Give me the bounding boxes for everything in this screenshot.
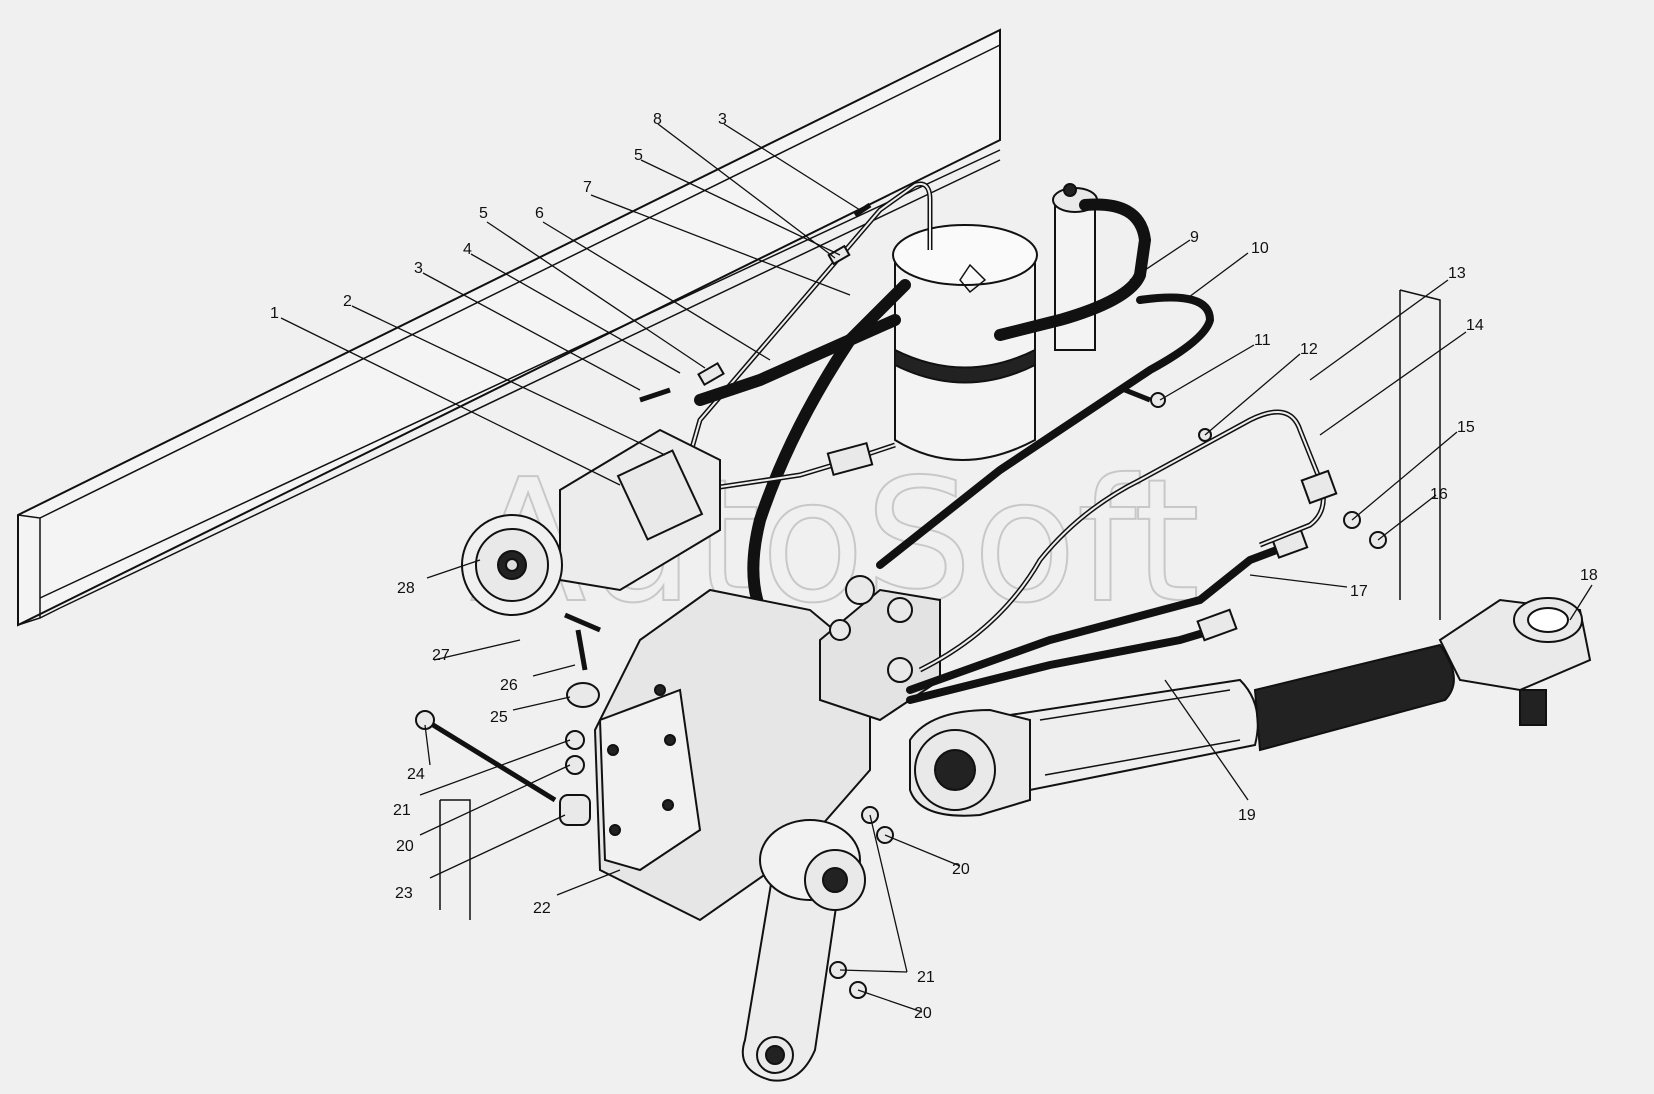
callout-3-left: 3	[414, 260, 423, 277]
callout-5-top: 5	[634, 147, 643, 164]
callout-2: 2	[343, 293, 352, 310]
hose-10	[876, 293, 1215, 569]
callout-27: 27	[432, 647, 450, 664]
pitman-arm	[741, 819, 866, 1082]
callout-17: 17	[1350, 583, 1368, 600]
callout-28: 28	[397, 580, 415, 597]
callout-26: 26	[500, 677, 518, 694]
tie-rod-end	[1438, 597, 1592, 726]
dust-boot	[1253, 643, 1455, 752]
oil-reservoir	[892, 224, 1038, 461]
callout-12: 12	[1300, 341, 1318, 358]
callout-21-bottom: 21	[917, 969, 935, 986]
callout-23: 23	[395, 885, 413, 902]
reservoir-hose	[994, 198, 1152, 341]
callout-20-bottom: 20	[914, 1005, 932, 1022]
callout-15: 15	[1457, 419, 1475, 436]
rear-frame-member	[439, 289, 1441, 920]
callout-11: 11	[1254, 332, 1271, 349]
callout-1: 1	[270, 305, 279, 322]
leader-lines	[280, 123, 1593, 1013]
callout-21-left: 21	[393, 802, 411, 819]
callout-22: 22	[533, 900, 551, 917]
callout-24: 24	[407, 766, 425, 783]
callout-9: 9	[1190, 229, 1199, 246]
callout-14: 14	[1466, 317, 1484, 334]
callout-labels: 1 2 3 3 4 5 5 6 7 8 9 10 11 12 13 14 15 …	[270, 111, 1598, 1022]
callout-4: 4	[463, 241, 472, 258]
callout-7: 7	[583, 179, 592, 196]
cylinder-mount	[909, 708, 1031, 817]
callout-18: 18	[1580, 567, 1598, 584]
power-cylinder	[1008, 678, 1259, 792]
callout-3-top: 3	[718, 111, 727, 128]
callout-5-left: 5	[479, 205, 488, 222]
line-17	[906, 541, 1294, 694]
callout-10: 10	[1251, 240, 1269, 257]
callout-20-left: 20	[396, 838, 414, 855]
callout-16: 16	[1430, 486, 1448, 503]
callout-19: 19	[1238, 807, 1256, 824]
suction-hose	[694, 314, 901, 406]
callout-25: 25	[490, 709, 508, 726]
hydraulic-pump	[461, 428, 721, 616]
callout-20-right: 20	[952, 861, 970, 878]
callout-8: 8	[653, 111, 662, 128]
callout-6: 6	[535, 205, 544, 222]
callout-13: 13	[1448, 265, 1466, 282]
